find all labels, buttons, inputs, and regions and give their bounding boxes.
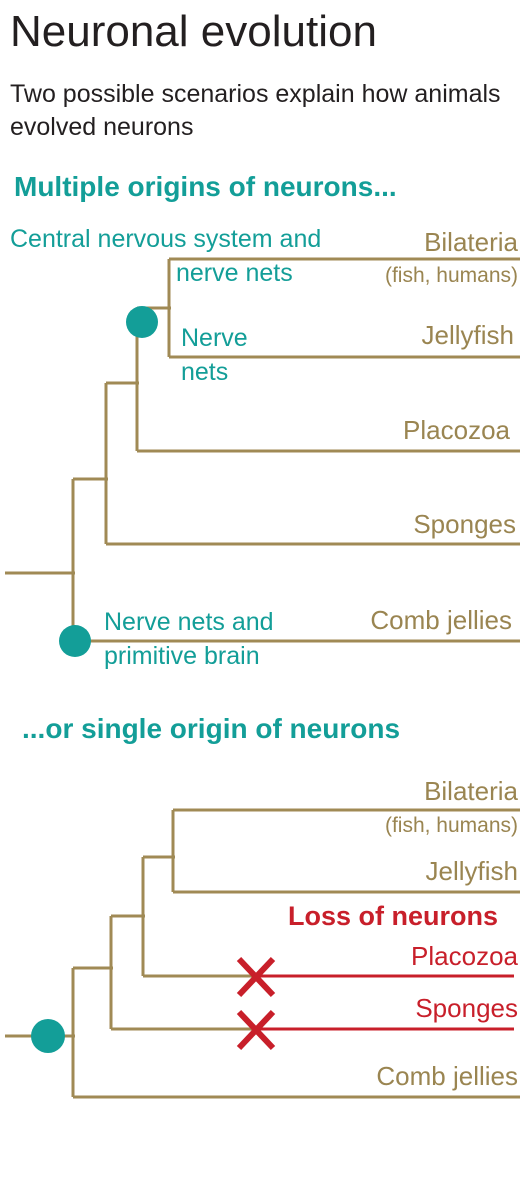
- tree2-leaf-placozoa: Placozoa: [411, 941, 518, 971]
- annotation-nerve-line2: nets: [181, 358, 229, 386]
- tree2-origin-dot: [31, 1019, 65, 1053]
- tree1-leaf-placozoa: Placozoa: [403, 415, 510, 445]
- annotation-nerve-line1: Nerve: [181, 324, 248, 352]
- tree-multiple-origins: [5, 257, 520, 657]
- annotation-comb-line2: primitive brain: [104, 642, 260, 670]
- tree2-leaf-jellyfish: Jellyfish: [425, 856, 518, 886]
- scenario1-heading: Multiple origins of neurons...: [14, 171, 397, 202]
- loss-of-neurons-label: Loss of neurons: [288, 901, 499, 931]
- tree1-leaf-bilateria: Bilateria: [424, 227, 518, 257]
- tree1-leaf-comb: Comb jellies: [370, 605, 512, 635]
- annotation-comb-line1: Nerve nets and: [104, 608, 274, 636]
- tree1-origin-dot-lower: [59, 625, 91, 657]
- page-title: Neuronal evolution: [10, 7, 377, 56]
- tree2-leaf-bilateria-sub: (fish, humans): [384, 814, 518, 837]
- tree1-leaf-jellyfish: Jellyfish: [421, 320, 514, 350]
- tree1-leaf-bilateria-sub: (fish, humans): [384, 264, 518, 287]
- tree2-leaf-sponges: Sponges: [415, 993, 518, 1023]
- tree1-origin-dot-upper: [126, 306, 158, 338]
- scenario2-heading: ...or single origin of neurons: [22, 713, 401, 744]
- tree2-leaf-bilateria: Bilateria: [424, 776, 518, 806]
- loss-x-icon-placozoa: [236, 956, 276, 998]
- annotation-cns-line2: nerve nets: [176, 259, 293, 287]
- annotation-cns-line1: Central nervous system and: [10, 225, 322, 253]
- tree2-leaf-comb: Comb jellies: [376, 1061, 518, 1091]
- tree1-leaf-sponges: Sponges: [413, 509, 516, 539]
- tree-single-origin: [5, 808, 520, 1099]
- loss-x-icon-sponges: [236, 1009, 276, 1051]
- page-subtitle: Two possible scenarios explain how anima…: [10, 80, 501, 141]
